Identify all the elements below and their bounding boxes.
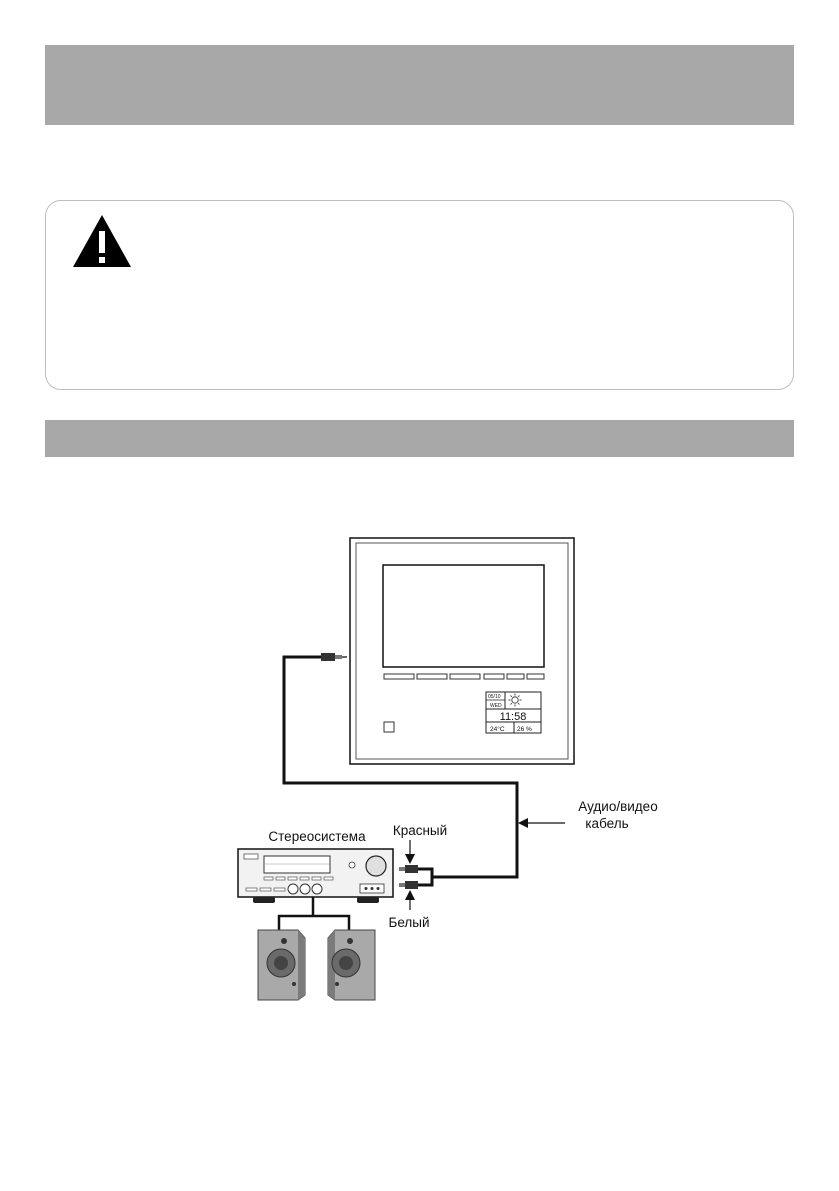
stereo-label: Стереосистема bbox=[268, 829, 366, 844]
cable-label-line1: Аудио/видео bbox=[578, 799, 657, 814]
monitor-buttons bbox=[383, 673, 545, 680]
cable-arrow bbox=[518, 818, 565, 828]
speaker-wires bbox=[277, 897, 351, 932]
lcd-temperature: 24°C bbox=[490, 725, 505, 733]
video-intercom-monitor: 05/10 WED 11:58 24°C 26 % bbox=[349, 537, 575, 765]
white-label: Белый bbox=[388, 915, 429, 930]
white-arrow bbox=[405, 890, 415, 910]
header-bar bbox=[45, 45, 794, 125]
lcd-display: 05/10 WED 11:58 24°C 26 % bbox=[485, 691, 542, 734]
audio-video-cable bbox=[282, 653, 519, 889]
power-indicator bbox=[383, 721, 395, 733]
warning-box bbox=[45, 200, 794, 390]
lcd-humidity: 26 % bbox=[517, 726, 532, 733]
cable-label-line2: кабель bbox=[585, 816, 628, 831]
lcd-time: 11:58 bbox=[500, 711, 527, 723]
lcd-date: 05/10 bbox=[488, 694, 501, 700]
lcd-day: WED bbox=[490, 703, 502, 709]
speaker-left bbox=[257, 929, 306, 1001]
speaker-right bbox=[327, 929, 376, 1001]
sun-icon bbox=[508, 693, 522, 707]
section-bar bbox=[45, 420, 794, 457]
red-arrow bbox=[405, 840, 415, 864]
warning-icon bbox=[73, 215, 131, 267]
red-label: Красный bbox=[393, 823, 447, 838]
stereo-receiver bbox=[237, 848, 394, 903]
